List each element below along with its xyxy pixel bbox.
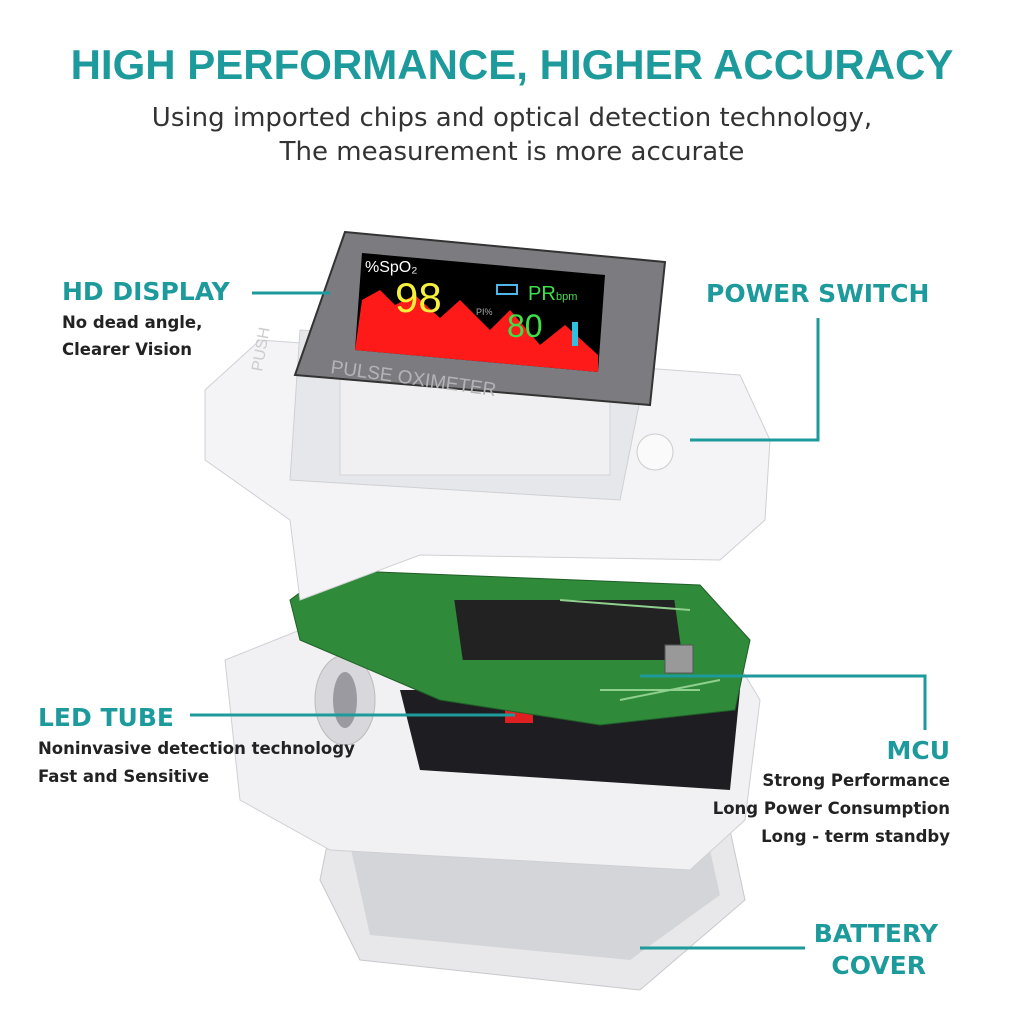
led-tube-label: LED TUBE xyxy=(38,703,174,732)
page-title: HIGH PERFORMANCE, HIGHER ACCURACY xyxy=(70,41,954,88)
battery-cover-label-1: BATTERY xyxy=(813,919,938,948)
battery-icon xyxy=(496,284,518,295)
pr-value: 80 xyxy=(507,308,543,344)
callout-lines xyxy=(190,291,927,950)
battery-cover-part xyxy=(319,829,746,991)
led-tube-desc-2: Fast and Sensitive xyxy=(38,767,210,786)
power-button xyxy=(636,433,674,471)
pr-label: PR xyxy=(528,283,556,305)
pr-unit: bpm xyxy=(556,291,577,303)
spo2-label: %SpO₂ xyxy=(365,259,417,276)
mcu-label: MCU xyxy=(886,736,950,765)
pi-label: PI% xyxy=(476,307,493,317)
subtitle-line-2: The measurement is more accurate xyxy=(279,137,745,167)
mcu-desc-2: Long Power Consumption xyxy=(712,799,950,818)
hd-display-label: HD DISPLAY xyxy=(62,277,230,306)
power-switch-label: POWER SWITCH xyxy=(706,279,930,308)
spo2-value: 98 xyxy=(395,274,442,321)
mcu-desc-3: Long - term standby xyxy=(761,827,950,846)
led-tube-desc-1: Noninvasive detection technology xyxy=(38,739,355,758)
hd-display-desc-1: No dead angle, xyxy=(62,313,203,332)
pulse-bar xyxy=(572,322,578,346)
pleth-wave xyxy=(355,290,598,372)
battery-cover-label-2: COVER xyxy=(831,951,926,980)
mcu-circuit-board xyxy=(289,569,751,726)
subtitle-line-1: Using imported chips and optical detecti… xyxy=(151,103,873,133)
mcu-desc-1: Strong Performance xyxy=(762,771,950,790)
hd-display-desc-2: Clearer Vision xyxy=(62,340,192,359)
hd-display-part: %SpO₂ 98 PR bpm PI% 80 PULSE OXIMETER xyxy=(293,230,667,407)
